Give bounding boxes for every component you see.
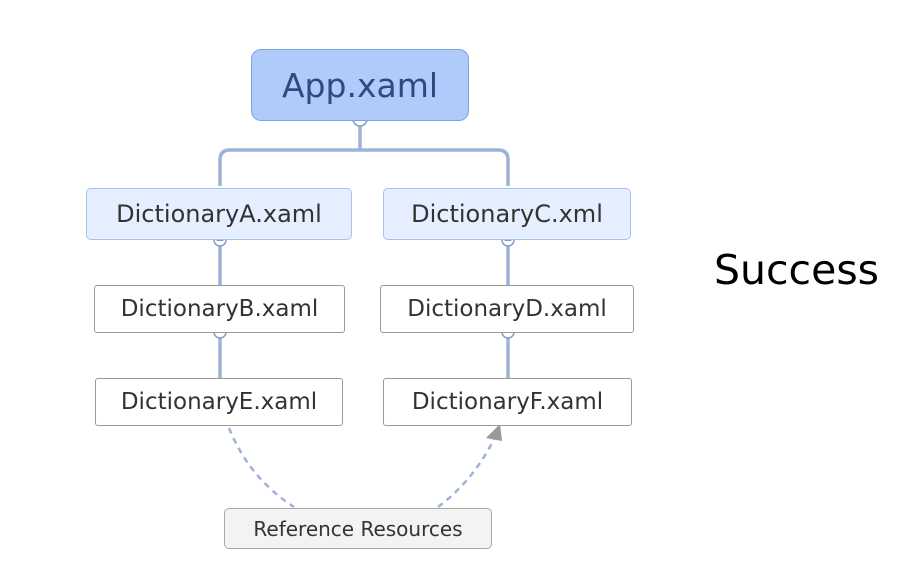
reference-arrowhead (486, 424, 502, 441)
node-dictionary-f[interactable]: DictionaryF.xaml (383, 378, 632, 426)
reference-link-to-f (437, 436, 497, 508)
node-dictionary-d[interactable]: DictionaryD.xaml (380, 285, 634, 333)
node-dictionary-b[interactable]: DictionaryB.xaml (94, 285, 345, 333)
node-app-xaml[interactable]: App.xaml (251, 49, 469, 121)
tree-connectors (218, 121, 510, 378)
reference-links (227, 427, 497, 509)
node-dictionary-e[interactable]: DictionaryE.xaml (95, 378, 343, 426)
status-text: Success (714, 246, 880, 294)
connector-root-to-children (218, 121, 510, 186)
node-dictionary-a[interactable]: DictionaryA.xaml (86, 188, 352, 240)
node-dictionary-c[interactable]: DictionaryC.xml (383, 188, 631, 240)
reference-link-from-e (227, 427, 295, 509)
node-reference-resources[interactable]: Reference Resources (224, 508, 492, 549)
